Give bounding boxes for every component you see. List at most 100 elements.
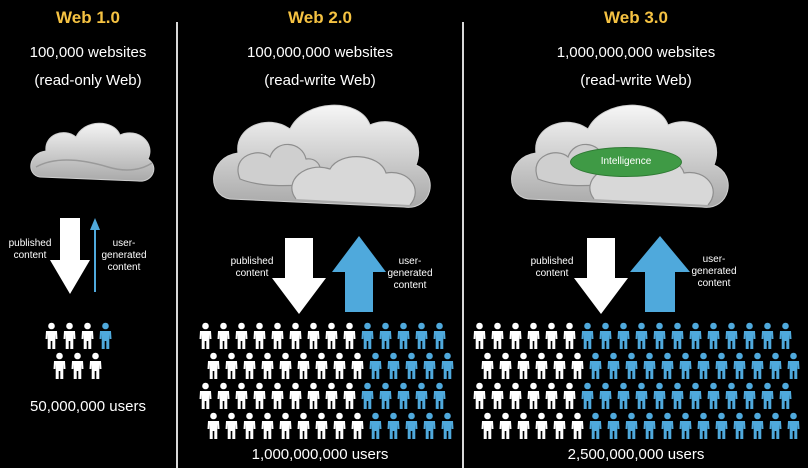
blue-person-icon	[732, 412, 747, 440]
blue-person-icon	[670, 382, 685, 410]
white-person-icon	[332, 412, 347, 440]
blue-person-icon	[440, 352, 455, 380]
white-person-icon	[562, 322, 577, 350]
web2-generated-label: user- generated content	[387, 256, 433, 291]
blue-person-icon	[588, 352, 603, 380]
user-generated-arrow-icon	[90, 218, 100, 292]
web1-generated-label: user- generated content	[101, 238, 147, 273]
white-person-icon	[534, 352, 549, 380]
blue-person-icon	[98, 322, 113, 350]
white-person-icon	[88, 352, 103, 380]
blue-person-icon	[688, 322, 703, 350]
white-person-icon	[570, 352, 585, 380]
blue-person-icon	[624, 352, 639, 380]
blue-person-icon	[432, 382, 447, 410]
white-person-icon	[472, 382, 487, 410]
crowd-row	[480, 352, 808, 382]
blue-person-icon	[404, 352, 419, 380]
white-person-icon	[508, 322, 523, 350]
white-person-icon	[306, 382, 321, 410]
blue-person-icon	[742, 382, 757, 410]
white-person-icon	[206, 412, 221, 440]
blue-person-icon	[642, 352, 657, 380]
blue-person-icon	[634, 382, 649, 410]
white-person-icon	[342, 322, 357, 350]
crowd-row	[206, 412, 458, 442]
white-person-icon	[216, 382, 231, 410]
cloud-icon	[30, 122, 155, 182]
crowd-row	[44, 322, 124, 352]
white-person-icon	[332, 352, 347, 380]
white-person-icon	[544, 322, 559, 350]
crowd-row	[472, 382, 808, 412]
blue-person-icon	[652, 322, 667, 350]
white-person-icon	[324, 322, 339, 350]
blue-person-icon	[588, 412, 603, 440]
white-person-icon	[288, 322, 303, 350]
white-person-icon	[534, 412, 549, 440]
white-person-icon	[80, 322, 95, 350]
blue-person-icon	[396, 322, 411, 350]
white-person-icon	[552, 412, 567, 440]
white-person-icon	[242, 412, 257, 440]
white-person-icon	[490, 322, 505, 350]
white-person-icon	[526, 322, 541, 350]
intelligence-label: Intelligence	[600, 156, 652, 167]
blue-person-icon	[422, 352, 437, 380]
white-person-icon	[516, 412, 531, 440]
blue-person-icon	[432, 322, 447, 350]
web3-user-crowd	[472, 322, 808, 442]
white-person-icon	[472, 322, 487, 350]
white-person-icon	[490, 382, 505, 410]
web1-user-crowd	[44, 322, 124, 382]
blue-person-icon	[768, 412, 783, 440]
web2-user-crowd	[198, 322, 458, 442]
white-person-icon	[278, 412, 293, 440]
blue-person-icon	[404, 412, 419, 440]
white-person-icon	[70, 352, 85, 380]
white-person-icon	[516, 352, 531, 380]
blue-person-icon	[768, 352, 783, 380]
blue-person-icon	[616, 322, 631, 350]
white-person-icon	[198, 382, 213, 410]
white-person-icon	[206, 352, 221, 380]
blue-person-icon	[660, 352, 675, 380]
blue-person-icon	[598, 322, 613, 350]
blue-person-icon	[760, 322, 775, 350]
user-generated-arrow-icon	[332, 236, 386, 312]
white-person-icon	[198, 322, 213, 350]
crowd-row	[206, 352, 458, 382]
blue-person-icon	[714, 412, 729, 440]
blue-person-icon	[634, 322, 649, 350]
blue-person-icon	[696, 412, 711, 440]
web2-published-label: published content	[230, 256, 274, 279]
web1-published-label: published content	[8, 238, 52, 261]
white-person-icon	[480, 412, 495, 440]
crowd-row	[198, 322, 458, 352]
web2-users: 1,000,000,000 users	[251, 446, 389, 463]
white-person-icon	[498, 412, 513, 440]
white-person-icon	[350, 352, 365, 380]
blue-person-icon	[396, 382, 411, 410]
web2-title: Web 2.0	[288, 8, 352, 27]
blue-person-icon	[378, 322, 393, 350]
blue-person-icon	[386, 352, 401, 380]
published-arrow-icon	[272, 238, 326, 314]
blue-person-icon	[688, 382, 703, 410]
blue-person-icon	[580, 382, 595, 410]
white-person-icon	[526, 382, 541, 410]
blue-person-icon	[670, 322, 685, 350]
blue-person-icon	[724, 382, 739, 410]
web1-mode: (read-only Web)	[34, 72, 142, 89]
intelligence-badge: Intelligence	[570, 147, 682, 177]
white-person-icon	[296, 412, 311, 440]
white-person-icon	[562, 382, 577, 410]
blue-person-icon	[598, 382, 613, 410]
white-person-icon	[314, 412, 329, 440]
crowd-row	[198, 382, 458, 412]
blue-person-icon	[696, 352, 711, 380]
web3-websites: 1,000,000,000 websites	[556, 44, 716, 61]
web3-users: 2,500,000,000 users	[567, 446, 705, 463]
blue-person-icon	[778, 322, 793, 350]
white-person-icon	[252, 322, 267, 350]
